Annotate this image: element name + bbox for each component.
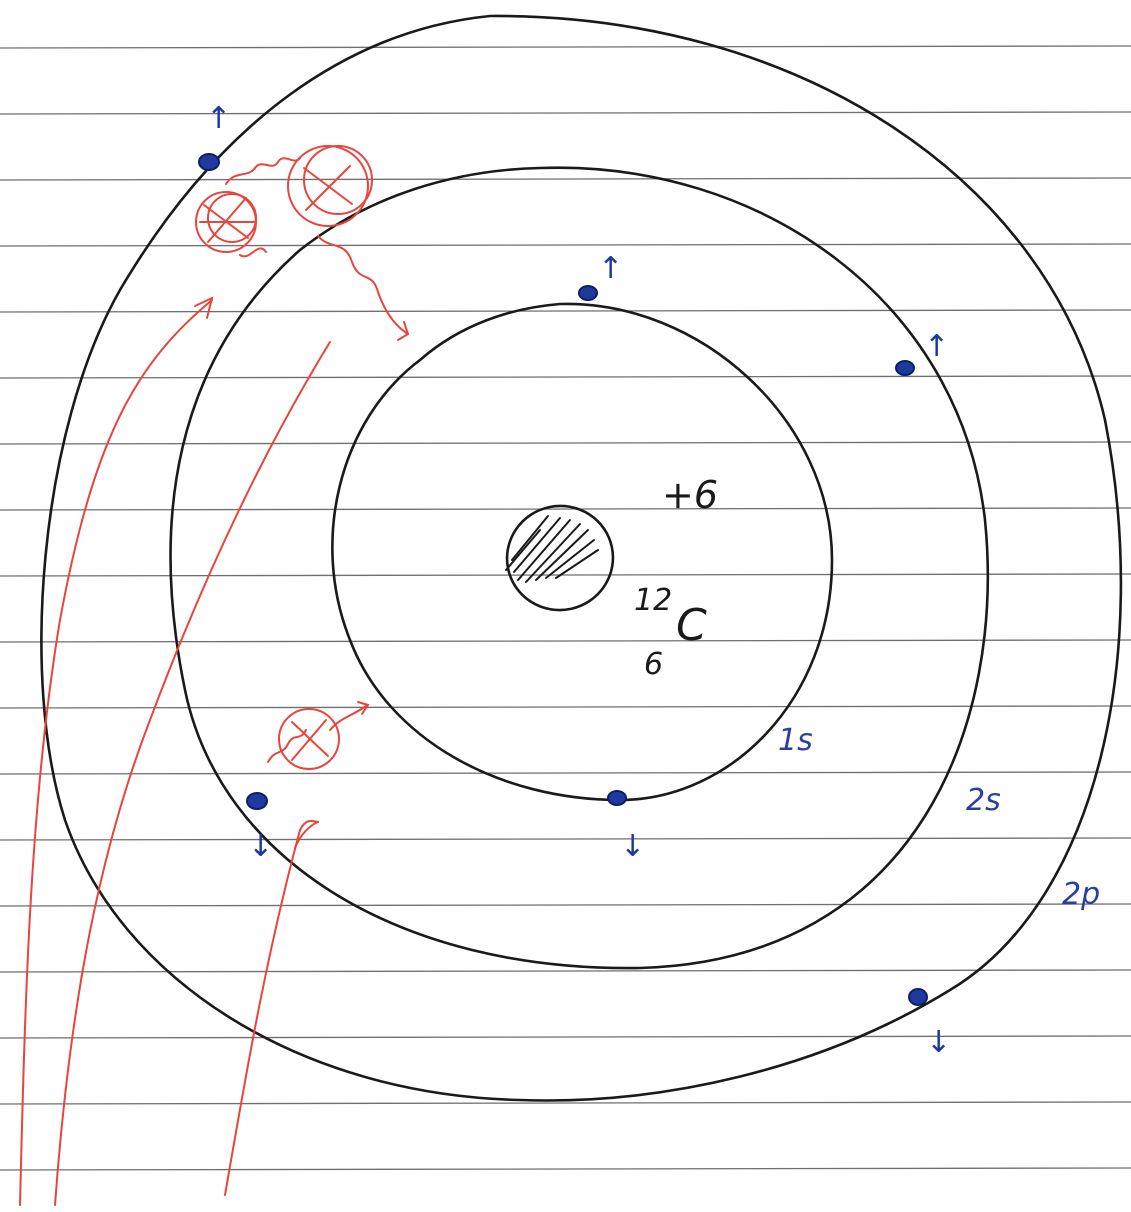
shell-label-1s: 1s <box>778 723 813 758</box>
electron-1s-down: ↓ <box>607 790 645 864</box>
mass-number: 12 <box>634 583 672 618</box>
element-symbol: C <box>676 600 707 651</box>
incoming-rays <box>19 296 331 1206</box>
spin-arrow-down: ↓ <box>620 829 645 864</box>
atomic-number: 6 <box>644 647 663 682</box>
shell-2s-orbit <box>169 166 990 970</box>
shell-label-2p: 2p <box>1062 877 1100 912</box>
electron-2s-up: ↑ <box>895 329 949 376</box>
spin-arrow-down: ↓ <box>248 829 273 864</box>
electron-1s-up: ↑ <box>578 251 623 301</box>
spin-arrow-up: ↑ <box>206 101 231 136</box>
electron-2p-up: ↑ <box>198 101 231 171</box>
nucleus-charge: +6 <box>662 473 718 517</box>
shell-label-2s: 2s <box>966 783 1001 818</box>
nucleus <box>505 504 615 612</box>
electron-2s-down: ↓ <box>246 792 273 864</box>
ejection-marks <box>195 145 410 770</box>
shell-2p-orbit <box>40 14 1123 1102</box>
shell-1s-orbit <box>331 302 834 802</box>
electron-2p-down: ↓ <box>908 988 951 1060</box>
spin-arrow-up: ↑ <box>924 329 949 364</box>
spin-arrow-down: ↓ <box>926 1025 951 1060</box>
spin-arrow-up: ↑ <box>598 251 623 286</box>
